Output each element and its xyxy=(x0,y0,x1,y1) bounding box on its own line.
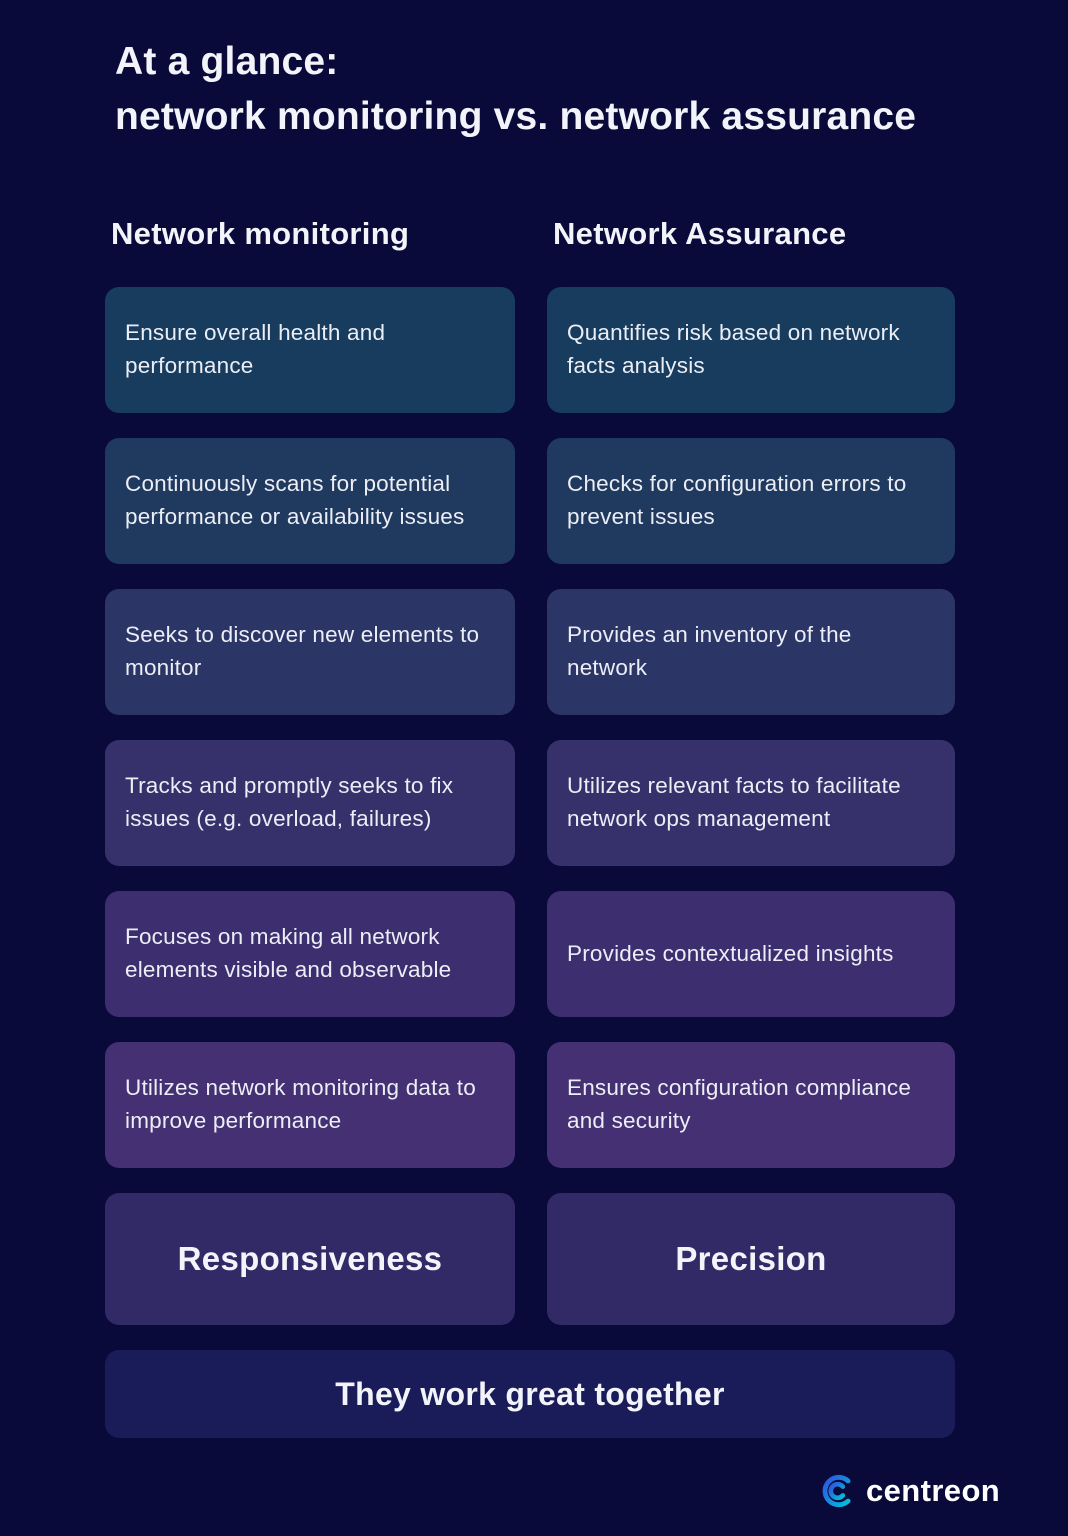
monitoring-card-1: Ensure overall health and performance xyxy=(105,287,515,413)
monitoring-card-5: Focuses on making all network elements v… xyxy=(105,891,515,1017)
comparison-grid: Network monitoring Network Assurance Ens… xyxy=(105,216,955,1438)
assurance-card-4: Utilizes relevant facts to facilitate ne… xyxy=(547,740,955,866)
monitoring-card-6: Utilizes network monitoring data to impr… xyxy=(105,1042,515,1168)
page-title-line1: At a glance: xyxy=(115,40,339,83)
banner: They work great together xyxy=(105,1350,955,1438)
column-header-monitoring: Network monitoring xyxy=(111,216,410,251)
assurance-card-5: Provides contextualized insights xyxy=(547,891,955,1017)
page-title-line2: network monitoring vs. network assurance xyxy=(115,95,917,139)
assurance-card-3: Provides an inventory of the network xyxy=(547,589,955,715)
assurance-card-2: Checks for configuration errors to preve… xyxy=(547,438,955,564)
column-header-assurance: Network Assurance xyxy=(553,216,847,251)
centreon-swirl-icon xyxy=(818,1472,856,1510)
page-title: At a glance: network monitoring vs. netw… xyxy=(115,34,916,145)
monitoring-card-4: Tracks and promptly seeks to fix issues … xyxy=(105,740,515,866)
assurance-card-1: Quantifies risk based on network facts a… xyxy=(547,287,955,413)
assurance-card-6: Ensures configuration compliance and sec… xyxy=(547,1042,955,1168)
brand-name: centreon xyxy=(866,1473,1001,1508)
brand-logo: centreon xyxy=(818,1472,1000,1510)
monitoring-card-3: Seeks to discover new elements to monito… xyxy=(105,589,515,715)
assurance-summary: Precision xyxy=(547,1193,955,1325)
monitoring-summary: Responsiveness xyxy=(105,1193,515,1325)
monitoring-card-2: Continuously scans for potential perform… xyxy=(105,438,515,564)
